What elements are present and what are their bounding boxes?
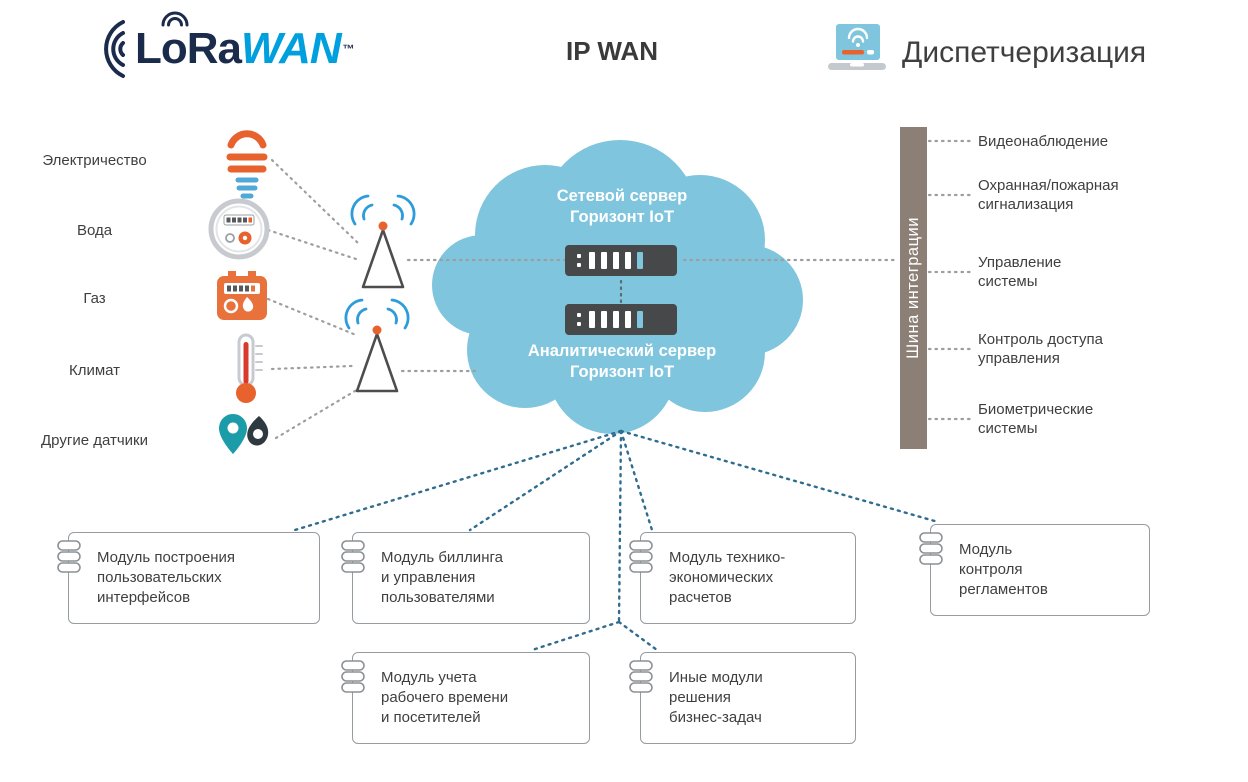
sensor-label-gas: Газ [83, 290, 106, 307]
server-icon [565, 245, 677, 276]
module-box-economics: Модуль технико- экономических расчетов [629, 532, 856, 624]
antenna-icon [350, 194, 416, 289]
module-label: Модуль контроля регламентов [959, 541, 1048, 598]
bus-item-control: Управление системы [978, 254, 1062, 290]
connector-lines-gray [266, 139, 974, 440]
dispatch-label: Диспетчеризация [902, 36, 1147, 69]
sensor-label-climate: Климат [68, 362, 121, 379]
cloud-shape [432, 140, 803, 434]
module-stack-icon [627, 539, 655, 575]
bus-item-access: Контроль доступа управления [978, 331, 1103, 367]
server-leds [577, 313, 581, 326]
module-label: Иные модули решения бизнес-задач [669, 669, 763, 726]
o-signal-arcs-icon [161, 11, 189, 27]
module-box-regulations: Модуль контроля регламентов [919, 524, 1150, 616]
module-label: Модуль биллинга и управления пользовател… [381, 549, 503, 606]
integration-bus-bar: Шина интеграции [900, 127, 927, 449]
network-server-label: Сетевой сервер Горизонт IoT [556, 187, 688, 226]
module-label: Модуль учета рабочего времени и посетите… [381, 669, 509, 726]
ip-wan-label: IP WAN [566, 36, 658, 66]
module-stack-icon [917, 531, 945, 567]
integration-bus-label: Шина интеграции [904, 217, 922, 359]
bus-item-biometric: Биометрические системы [978, 401, 1094, 437]
module-stack-icon [339, 539, 367, 575]
connector-lines-blue [293, 429, 940, 652]
map-pins-icon [219, 414, 269, 454]
server-leds [577, 254, 581, 267]
bus-item-video: Видеонаблюдение [978, 133, 1109, 150]
module-stack-icon [627, 659, 655, 695]
laptop-icon [828, 24, 886, 70]
sensor-label-other: Другие датчики [41, 432, 148, 449]
module-box-timetracking: Модуль учета рабочего времени и посетите… [341, 652, 590, 744]
cfl-bulb-icon [226, 130, 268, 199]
module-box-billing: Модуль биллинга и управления пользовател… [341, 532, 590, 624]
sensor-label-water: Вода [76, 222, 113, 239]
logo-tm: ™ [342, 42, 355, 56]
module-box-other: Иные модули решения бизнес-задач [629, 652, 856, 744]
sensor-label-electricity: Электричество [42, 152, 147, 169]
module-label: Модуль построения пользовательских интер… [97, 549, 235, 606]
radio-waves-icon [104, 20, 125, 78]
module-box-ui: Модуль построения пользовательских интер… [57, 532, 320, 624]
thermometer-icon [236, 333, 263, 403]
module-stack-icon [339, 659, 367, 695]
analytic-server-label: Аналитический сервер Горизонт IoT [527, 342, 717, 381]
logo-lora-text: LoRa [135, 24, 242, 73]
logo-wan-text: WAN [241, 24, 342, 73]
module-label: Модуль технико- экономических расчетов [669, 549, 786, 606]
water-meter-icon [208, 198, 270, 260]
gas-meter-icon [217, 271, 267, 320]
antenna-icon [344, 298, 410, 393]
module-stack-icon [55, 539, 83, 575]
bus-item-alarm: Охранная/пожарная сигнализация [978, 177, 1119, 213]
server-icon [565, 304, 677, 335]
